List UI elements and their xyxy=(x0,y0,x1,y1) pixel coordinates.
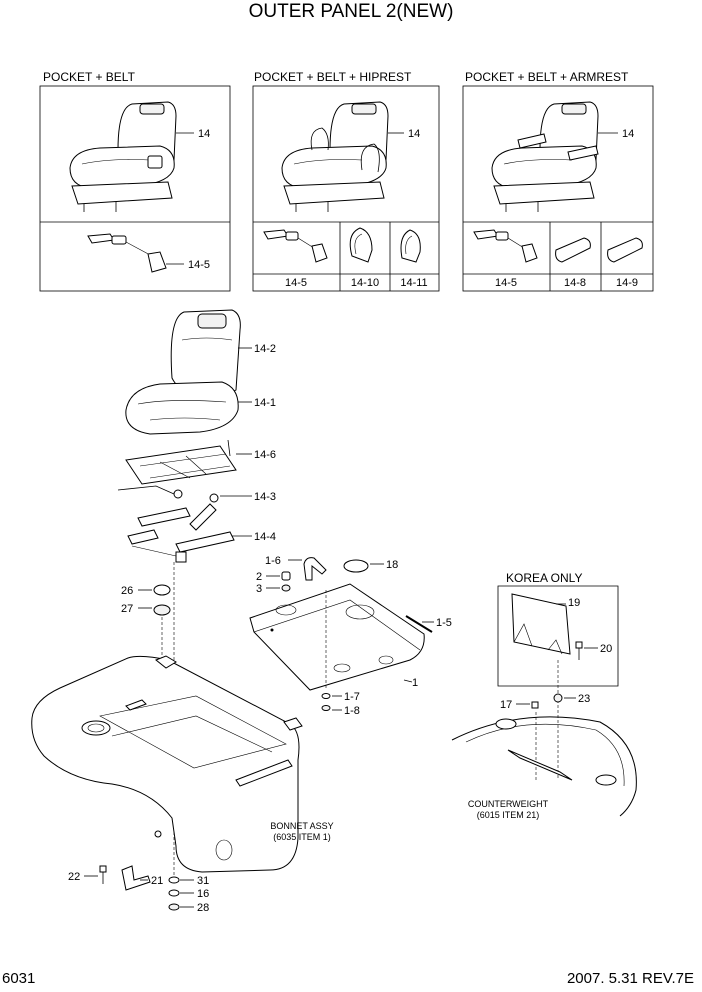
bonnet-assy xyxy=(31,655,303,873)
counterweight-note: (6015 ITEM 21) xyxy=(477,810,540,820)
part-16-washer xyxy=(168,889,180,897)
part-26-cap xyxy=(153,584,171,596)
cell-label: 14-9 xyxy=(616,277,638,289)
counterweight-hole xyxy=(495,718,517,730)
callout-21: 21 xyxy=(151,875,163,887)
callout-26: 26 xyxy=(121,585,133,597)
part-1-8 xyxy=(321,705,331,711)
callout-23: 23 xyxy=(578,693,590,705)
armrest-left-illustration xyxy=(555,237,591,263)
korea-header: KOREA ONLY xyxy=(506,571,582,585)
part-31-washer xyxy=(168,876,180,884)
part-19-plate xyxy=(511,593,571,655)
callout-17: 17 xyxy=(500,699,512,711)
seat-back-14-2 xyxy=(170,309,241,397)
belt-illustration xyxy=(87,233,167,273)
cell-label: 14-10 xyxy=(351,277,379,289)
callout-14: 14 xyxy=(622,128,634,140)
callout-1: 1 xyxy=(412,677,418,689)
armrest-right-illustration xyxy=(607,237,643,263)
part-18-cap xyxy=(343,559,369,573)
panel-frame xyxy=(462,85,654,292)
callout-22: 22 xyxy=(68,871,80,883)
callout-20: 20 xyxy=(600,643,612,655)
part-1-6 xyxy=(303,557,327,581)
panel-header: POCKET + BELT + HIPREST xyxy=(254,70,412,84)
gas-spring-14-3 xyxy=(189,493,219,531)
counterweight-slot xyxy=(507,749,573,781)
panel-pocket-belt: POCKET + BELT 14 14-5 xyxy=(39,70,231,292)
part-2 xyxy=(281,571,291,581)
callout-14: 14 xyxy=(408,128,420,140)
cell-label: 14-5 xyxy=(495,277,517,289)
hiprest-left-illustration xyxy=(349,227,373,263)
callout-18: 18 xyxy=(386,559,398,571)
page-title: OUTER PANEL 2(NEW) xyxy=(249,1,454,22)
korea-frame xyxy=(497,585,619,687)
part-1-7 xyxy=(321,693,331,699)
part-17-bolt xyxy=(531,701,539,709)
part-1-5-pin xyxy=(405,615,433,633)
callout-14: 14 xyxy=(198,128,210,140)
callout-3: 3 xyxy=(256,583,262,595)
callout-14-4: 14-4 xyxy=(254,531,276,543)
bolt-20 xyxy=(575,641,583,660)
bracket-21 xyxy=(121,865,151,891)
hiprest-right-illustration xyxy=(400,229,421,263)
panel-pocket-belt-armrest: POCKET + BELT + ARMREST 14 xyxy=(462,70,654,292)
panel-frame xyxy=(252,85,440,292)
callout-14-3: 14-3 xyxy=(254,491,276,503)
seat-plate-1 xyxy=(249,583,425,691)
panel-frame xyxy=(39,85,231,292)
seat-rails-14-4 xyxy=(127,507,235,563)
callout-1-6: 1-6 xyxy=(265,555,281,567)
cell-label: 14-11 xyxy=(400,277,427,289)
seat-illustration xyxy=(491,101,599,212)
cell-label: 14-8 xyxy=(564,277,586,289)
belt-illustration xyxy=(263,229,328,263)
korea-only-section: KOREA ONLY 19 20 23 17 COUNTERWEIGHT (60… xyxy=(451,571,637,820)
callout-14-5: 14-5 xyxy=(188,259,210,271)
callout-31: 31 xyxy=(197,875,209,887)
page-number: 6031 xyxy=(2,970,35,987)
seat-illustration xyxy=(69,101,177,212)
bonnet-note: BONNET ASSY xyxy=(270,821,333,831)
part-28-nut xyxy=(168,903,180,911)
seat-illustration xyxy=(281,101,389,212)
cell-label: 14-5 xyxy=(285,277,307,289)
counterweight-hole xyxy=(595,774,617,786)
callout-1-7: 1-7 xyxy=(344,691,360,703)
belt-illustration xyxy=(473,229,538,263)
callout-2: 2 xyxy=(256,571,262,583)
panel-pocket-belt-hiprest: POCKET + BELT + HIPREST 14 xyxy=(252,70,440,292)
seat-cushion-14-1 xyxy=(125,381,239,435)
callout-1-8: 1-8 xyxy=(344,705,360,717)
panel-header: POCKET + BELT xyxy=(43,70,136,84)
part-23-nut xyxy=(553,693,563,703)
bonnet-note: (6035 ITEM 1) xyxy=(273,832,331,842)
callout-14-1: 14-1 xyxy=(254,397,276,409)
counterweight-note: COUNTERWEIGHT xyxy=(468,799,549,809)
callout-14-6: 14-6 xyxy=(254,449,276,461)
callout-14-2: 14-2 xyxy=(254,343,276,355)
callout-16: 16 xyxy=(197,888,209,900)
callout-19: 19 xyxy=(568,597,580,609)
part-3 xyxy=(281,584,291,592)
seat-frame-14-6 xyxy=(117,439,237,499)
part-27-grommet xyxy=(153,604,171,616)
callout-28: 28 xyxy=(197,902,209,914)
callout-27: 27 xyxy=(121,603,133,615)
bolt-22 xyxy=(99,865,107,884)
callout-1-5: 1-5 xyxy=(436,617,452,629)
panel-header: POCKET + BELT + ARMREST xyxy=(465,70,629,84)
revision-date: 2007. 5.31 REV.7E xyxy=(567,970,694,987)
